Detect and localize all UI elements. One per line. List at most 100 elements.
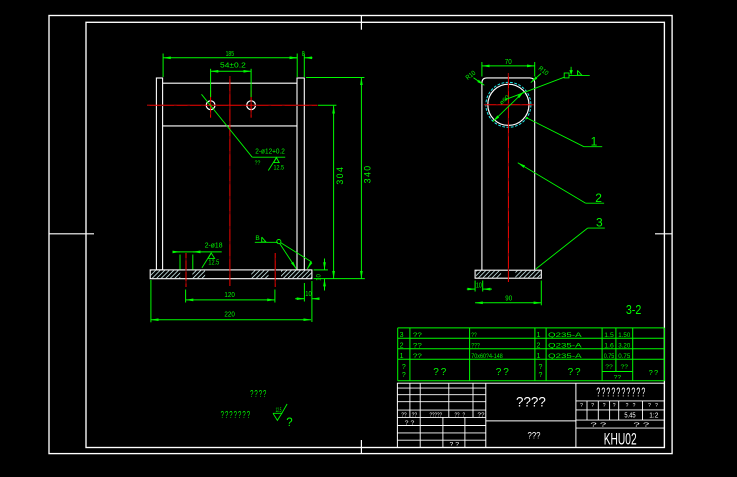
- svg-text:??: ??: [413, 332, 423, 339]
- svg-text:12.5: 12.5: [276, 407, 282, 414]
- svg-text:???: ???: [528, 431, 541, 442]
- svg-text:?: ?: [221, 410, 224, 421]
- svg-text:0.75: 0.75: [604, 353, 615, 360]
- svg-text:??: ??: [605, 365, 613, 371]
- svg-text:1: 1: [400, 353, 404, 360]
- svg-text:??: ??: [621, 365, 629, 371]
- svg-text:??: ??: [649, 368, 659, 377]
- svg-text:????: ????: [516, 394, 546, 409]
- svg-text:??: ??: [496, 367, 509, 378]
- svg-text:3: 3: [596, 216, 603, 230]
- svg-text:?: ?: [633, 403, 636, 409]
- svg-text:90: 90: [505, 293, 512, 302]
- svg-text:?: ?: [596, 385, 600, 399]
- svg-text:?: ?: [286, 417, 292, 429]
- svg-text:?: ?: [626, 385, 630, 399]
- svg-text:Q235-A: Q235-A: [548, 353, 582, 360]
- svg-text:?: ?: [636, 385, 640, 399]
- svg-text:1: 1: [536, 353, 540, 360]
- svg-text:3-2: 3-2: [626, 303, 642, 317]
- svg-text:?: ?: [655, 403, 658, 409]
- svg-text:1: 1: [536, 332, 540, 339]
- svg-text:?: ?: [242, 410, 245, 421]
- svg-text:70: 70: [505, 57, 512, 66]
- svg-text:12.5: 12.5: [208, 260, 219, 267]
- svg-text:?: ?: [606, 385, 610, 399]
- svg-text:? ?: ? ?: [450, 442, 460, 448]
- svg-text:?: ?: [229, 410, 232, 421]
- svg-text:54±0.2: 54±0.2: [220, 63, 246, 70]
- svg-text:??: ??: [478, 412, 485, 418]
- svg-text:?: ?: [539, 364, 543, 371]
- svg-text:1: 1: [591, 135, 598, 149]
- svg-text:??: ??: [455, 412, 460, 418]
- svg-text:?: ?: [238, 410, 241, 421]
- svg-text:? ?: ? ?: [405, 421, 415, 427]
- svg-text:2: 2: [400, 342, 404, 349]
- svg-text:?: ?: [259, 389, 262, 400]
- svg-text:?: ?: [616, 385, 620, 399]
- svg-text:?: ?: [641, 385, 645, 399]
- svg-text:??: ??: [568, 367, 581, 378]
- svg-text:?: ?: [626, 403, 629, 409]
- svg-text:340: 340: [363, 166, 373, 184]
- svg-text:R10: R10: [465, 70, 478, 82]
- svg-text:185: 185: [226, 49, 234, 58]
- svg-text:?: ?: [631, 385, 635, 399]
- svg-text:ø60: ø60: [499, 94, 511, 106]
- svg-text:304: 304: [335, 167, 345, 185]
- svg-text:1.50: 1.50: [618, 332, 631, 339]
- svg-text:?: ?: [603, 403, 606, 409]
- svg-text:Q235-A: Q235-A: [548, 332, 582, 339]
- svg-text:12.5: 12.5: [274, 164, 285, 171]
- svg-text:??: ??: [412, 412, 418, 418]
- svg-text:?: ?: [254, 389, 257, 400]
- svg-text:?: ?: [234, 410, 237, 421]
- svg-text:?: ?: [591, 403, 594, 409]
- svg-text:???: ???: [471, 342, 480, 349]
- svg-text:?: ?: [601, 385, 605, 399]
- svg-text:?: ?: [402, 372, 406, 379]
- svg-text:?: ?: [648, 403, 651, 409]
- svg-text:? ?: ? ?: [633, 423, 649, 429]
- svg-text:??: ??: [401, 412, 407, 418]
- svg-text:2-ø12+0.2: 2-ø12+0.2: [255, 147, 285, 156]
- svg-text:5.45: 5.45: [624, 411, 635, 420]
- svg-text:?: ?: [621, 385, 625, 399]
- svg-text:?: ?: [247, 410, 250, 421]
- svg-text:?: ?: [463, 412, 466, 418]
- svg-text:0.75: 0.75: [618, 353, 631, 360]
- svg-text:220: 220: [224, 309, 234, 318]
- svg-text:1:2: 1:2: [649, 411, 658, 420]
- svg-text:??: ??: [471, 332, 477, 339]
- svg-text:10: 10: [476, 282, 482, 289]
- svg-text:1.5: 1.5: [604, 332, 614, 339]
- svg-text:Q235-A: Q235-A: [548, 342, 582, 349]
- svg-text:?: ?: [539, 372, 543, 379]
- svg-text:10: 10: [305, 291, 311, 298]
- svg-text:?: ?: [225, 410, 228, 421]
- svg-text:3.20: 3.20: [618, 342, 631, 349]
- svg-text:?????: ?????: [430, 412, 443, 418]
- svg-text:?: ?: [250, 389, 253, 400]
- svg-text:?: ?: [611, 385, 615, 399]
- svg-text:120: 120: [224, 290, 234, 299]
- svg-text:??: ??: [614, 375, 622, 381]
- svg-text:2: 2: [536, 342, 540, 349]
- svg-text:??: ??: [255, 160, 261, 166]
- svg-text:70x60?4-148: 70x60?4-148: [471, 353, 503, 360]
- svg-text:10: 10: [316, 273, 322, 280]
- svg-text:?: ?: [402, 364, 406, 371]
- svg-text:2: 2: [595, 191, 602, 205]
- svg-text:1.6: 1.6: [604, 342, 614, 349]
- svg-text:8: 8: [302, 49, 305, 58]
- svg-text:?: ?: [580, 403, 583, 409]
- svg-text:??: ??: [413, 342, 423, 349]
- svg-text:?: ?: [263, 389, 266, 400]
- svg-text:??: ??: [413, 353, 423, 360]
- svg-text:KHU02: KHU02: [604, 430, 637, 448]
- svg-text:B: B: [255, 235, 260, 242]
- svg-text:?: ?: [613, 403, 616, 409]
- svg-text:??: ??: [433, 367, 446, 378]
- svg-text:? ?: ? ?: [590, 423, 606, 429]
